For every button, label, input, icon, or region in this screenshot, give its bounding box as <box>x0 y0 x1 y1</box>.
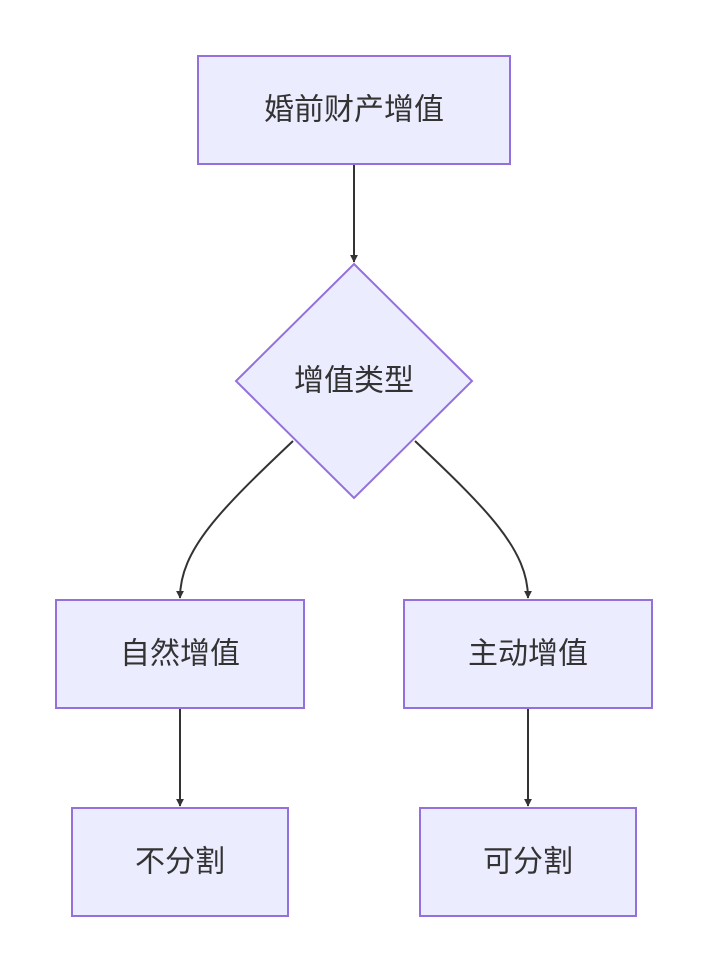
node-natural: 自然增值 <box>55 599 305 709</box>
node-natural-label: 自然增值 <box>120 637 240 672</box>
edge-decision-to-natural <box>176 440 294 599</box>
edge-decision-to-active <box>414 440 532 599</box>
node-active-label: 主动增值 <box>468 637 588 672</box>
node-natural-result: 不分割 <box>71 807 289 917</box>
node-active: 主动增值 <box>403 599 653 709</box>
node-root-label: 婚前财产增值 <box>264 93 444 128</box>
node-active-result-label: 可分割 <box>483 845 573 880</box>
node-root: 婚前财产增值 <box>197 55 511 165</box>
node-decision: 增值类型 <box>234 262 474 500</box>
node-active-result: 可分割 <box>419 807 637 917</box>
node-decision-label: 增值类型 <box>294 364 414 399</box>
node-natural-result-label: 不分割 <box>135 845 225 880</box>
